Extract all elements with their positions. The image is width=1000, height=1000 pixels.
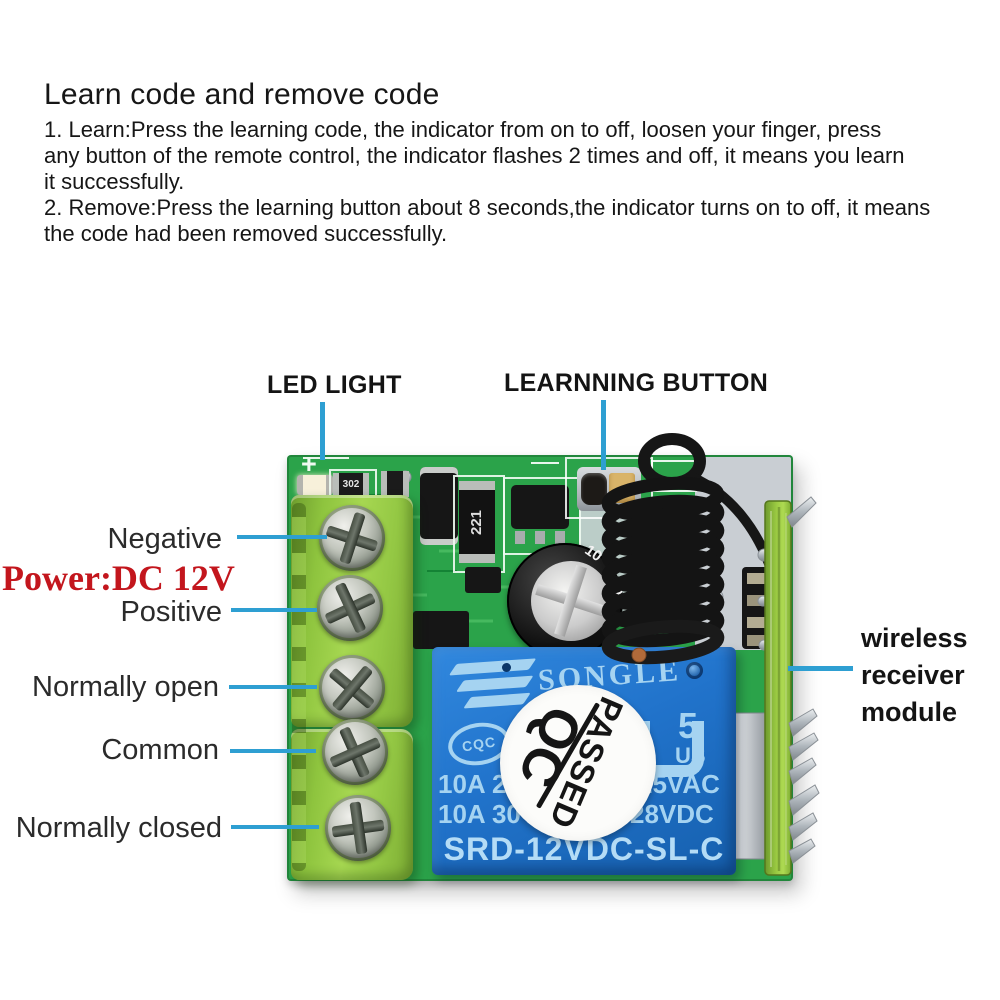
songle-relay: SONGLE CQC 5 US 10A 2 25VAC 10A 30V 28VD… <box>432 647 736 875</box>
relay-rivet <box>686 662 703 679</box>
label-power-dc12v: Power:DC 12V <box>2 558 235 598</box>
diode <box>420 467 458 545</box>
terminal-screw-common[interactable] <box>322 719 388 785</box>
antenna-coil <box>601 433 776 665</box>
page-title: Learn code and remove code <box>44 78 440 111</box>
label-negative: Negative <box>107 523 222 555</box>
leader-line-learning-button <box>601 400 606 470</box>
leader-line-led <box>320 402 325 460</box>
leader-line-common <box>230 749 316 753</box>
terminal-screw-positive[interactable] <box>317 575 383 641</box>
wireless-receiver-module-board <box>764 500 792 876</box>
pcb-art-front <box>601 433 820 876</box>
label-normally-open: Normally open <box>32 671 219 703</box>
terminal-screw-normally-closed[interactable] <box>325 795 391 861</box>
regulator-leg <box>535 531 545 544</box>
ul-us-text: US <box>675 743 706 768</box>
label-wireless-receiver-module: wireless receiver module <box>861 623 968 727</box>
regulator-leg <box>515 531 525 544</box>
smd-block <box>413 611 469 649</box>
terminal-screw-negative[interactable] <box>319 505 385 571</box>
terminal-screw-normally-open[interactable] <box>319 655 385 721</box>
relay-rating-1-left: 10A 2 <box>438 769 507 799</box>
resistor-302-chip: 302 <box>333 473 369 495</box>
label-normally-closed: Normally closed <box>15 812 222 844</box>
leader-line-receiver-module <box>788 666 853 671</box>
relay-hole <box>502 663 511 672</box>
resistor-221-chip: 221 <box>459 481 495 563</box>
regulator-leg <box>555 531 565 544</box>
smd-component <box>381 471 409 497</box>
relay-receiver-board: + 302 221 10 <box>287 433 820 881</box>
silk-plus-mark: + <box>301 449 317 479</box>
label-common: Common <box>101 734 219 766</box>
leader-line-normally-open <box>229 685 317 689</box>
label-positive: Positive <box>120 596 222 628</box>
capacitor-top-vent <box>531 561 611 641</box>
leader-line-normally-closed <box>231 825 319 829</box>
module-pins <box>786 496 820 864</box>
instructions-text: 1. Learn:Press the learning code, the in… <box>44 117 931 246</box>
regulator-body <box>511 485 569 529</box>
smd-transistor <box>465 567 501 593</box>
ul-number: 5 <box>678 705 699 746</box>
leader-line-negative <box>237 535 327 539</box>
screw-terminal-blocks <box>291 495 413 880</box>
qc-passed-sticker: QC PASSED <box>500 685 656 841</box>
label-led-light: LED LIGHT <box>267 371 402 399</box>
leader-line-positive <box>231 608 317 612</box>
label-learning-button: LEARNNING BUTTON <box>504 369 769 397</box>
status-led <box>297 475 333 495</box>
voltage-regulator <box>503 477 581 555</box>
